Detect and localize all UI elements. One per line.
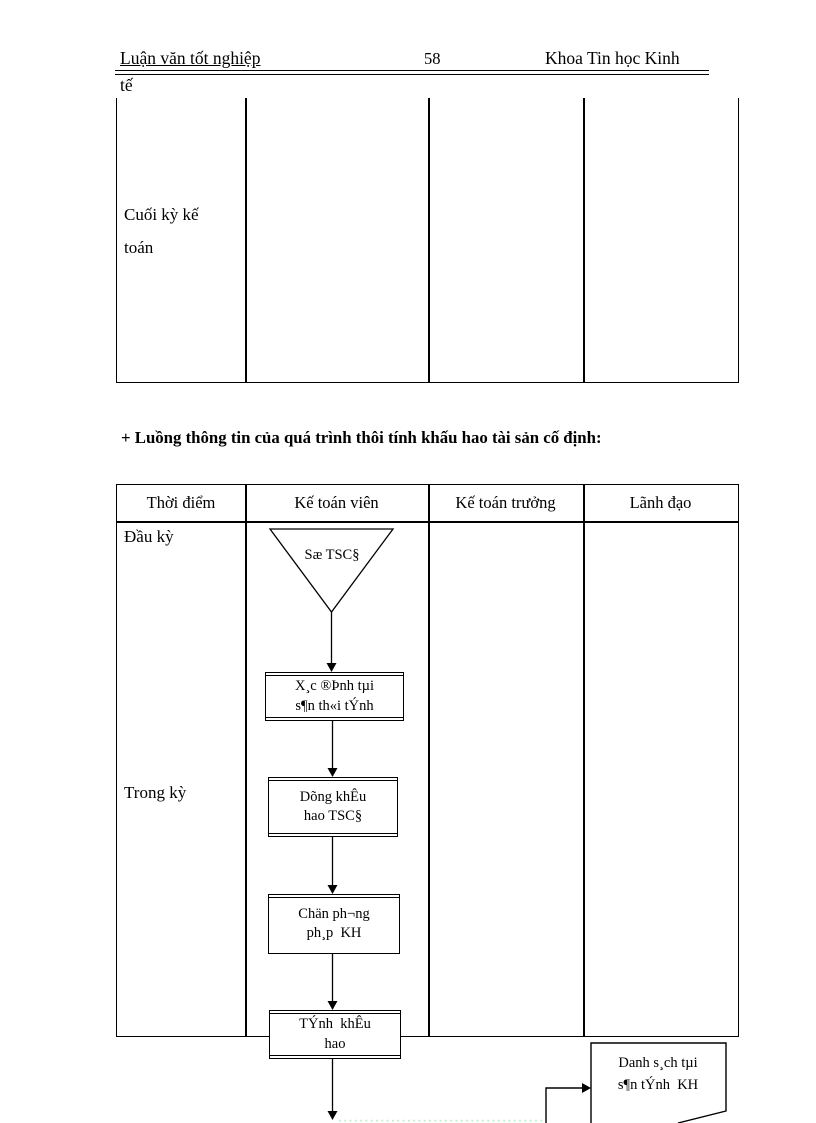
elbow-connector-line <box>545 1087 582 1123</box>
top-table-column-divider-3 <box>583 98 585 382</box>
flow-table-header-ke-toan-vien: Kế toán viên <box>294 493 379 512</box>
header-right-title: Khoa Tin học Kinh <box>545 48 680 68</box>
flow-table-column-divider-2 <box>428 485 430 1036</box>
flow-table-header-divider <box>117 521 738 523</box>
header-right-title-wrap: tế <box>120 75 133 95</box>
output-document-label-line2: s¶n tÝnh KH <box>617 1076 699 1093</box>
header-left-title: Luận văn tốt nghiệp <box>120 48 261 68</box>
process-box-tinh-khau-hao-line2: hao <box>324 1035 346 1052</box>
header-rule-top <box>115 70 709 72</box>
flow-table-header-ke-toan-truong: Kế toán trưởng <box>455 493 556 512</box>
top-table-row-label: Cuối kỳ kế toán <box>124 205 199 257</box>
process-box-chon-phuong-phap-line1: Chän ph¬ng <box>298 905 370 922</box>
flow-table-column-divider-1 <box>245 485 247 1036</box>
process-box-xac-dinh: X¸c ®Þnh tµi s¶n th«i tÝnh <box>265 672 404 721</box>
output-document-label-line1: Danh s¸ch tµi <box>618 1055 698 1071</box>
process-box-chon-phuong-phap: Chän ph¬ng ph¸p KH <box>268 894 400 954</box>
flow-table-column-divider-3 <box>583 485 585 1036</box>
process-box-tinh-khau-hao-line1: TÝnh khÊu <box>299 1016 371 1033</box>
top-table-column-divider-2 <box>428 98 430 382</box>
process-box-xac-dinh-line1: X¸c ®Þnh tµi <box>295 678 374 695</box>
flow-table: Thời điểm Kế toán viên Kế toán trưởng Lã… <box>116 484 739 1037</box>
process-box-chon-phuong-phap-line2: ph¸p KH <box>306 925 362 941</box>
process-box-dung-khau-hao-line1: Dõng khÊu <box>299 788 367 805</box>
elbow-arrowhead <box>582 1083 591 1093</box>
flow-table-header-lanh-dao: Lãnh đạo <box>629 493 692 512</box>
flow-table-header-thoi-diem: Thời điểm <box>146 493 216 512</box>
process-box-dung-khau-hao-line2: hao TSC§ <box>303 808 363 824</box>
top-table: Cuối kỳ kế toán <box>116 98 739 383</box>
source-store-label: Sæ TSC§ <box>304 547 360 563</box>
header-page-number: 58 <box>424 49 441 68</box>
top-table-column-divider-1 <box>245 98 247 382</box>
process-box-tinh-khau-hao: TÝnh khÊu hao <box>269 1010 401 1059</box>
flow-table-row-label-trong-ky: Trong kỳ <box>124 783 187 802</box>
output-document-label: Danh s¸ch tµi s¶n tÝnh KH <box>592 1053 724 1097</box>
header-rule-bottom <box>115 73 709 75</box>
process-box-xac-dinh-line2: s¶n th«i tÝnh <box>295 697 374 714</box>
flow-arrowhead-5 <box>327 1111 338 1120</box>
flow-table-row-label-dau-ky: Đầu kỳ <box>124 527 174 546</box>
process-box-dung-khau-hao: Dõng khÊu hao TSC§ <box>268 777 398 837</box>
section-heading: + Luồng thông tin của quá trình thôi tín… <box>121 428 602 447</box>
